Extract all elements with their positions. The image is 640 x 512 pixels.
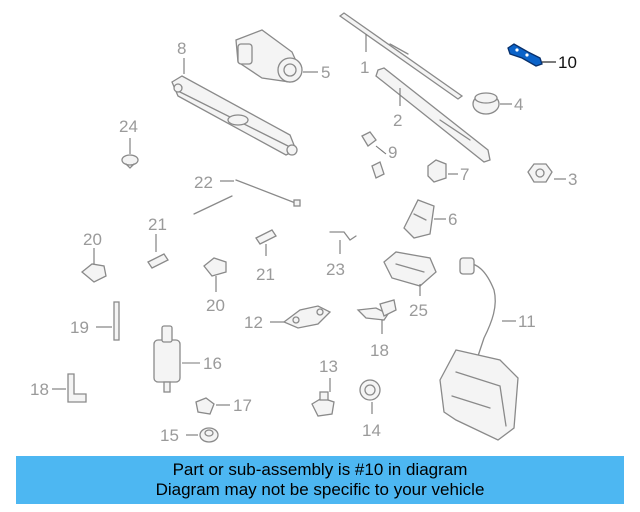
part-19-rod	[113, 301, 120, 341]
part-14-seal	[359, 379, 381, 401]
part-6-bracket	[403, 199, 435, 239]
part-1-wiper-blade	[338, 12, 464, 100]
callout-23: 23	[326, 260, 345, 279]
callout-10: 10	[558, 53, 577, 72]
banner-line-1: Part or sub-assembly is #10 in diagram	[172, 460, 468, 479]
part-18-elbow-left	[67, 373, 87, 403]
part-20-nozzle-left	[80, 263, 107, 283]
part-18-elbow-middle	[356, 299, 397, 321]
callout-17: 17	[233, 396, 252, 415]
callout-16: 16	[203, 354, 222, 373]
part-5-wiper-motor	[235, 29, 303, 83]
part-22-hose	[193, 179, 301, 215]
callout-20b: 20	[206, 296, 225, 315]
part-15-grommet	[199, 427, 219, 443]
part-9-bolts	[361, 131, 385, 179]
callout-15: 15	[160, 426, 179, 445]
callout-24: 24	[119, 117, 138, 136]
callout-14: 14	[362, 421, 381, 440]
callout-4: 4	[514, 95, 523, 114]
parts-diagram: 8 5 1 2 10 4 3	[30, 12, 577, 445]
callout-9: 9	[388, 143, 397, 162]
part-23-elbow	[329, 231, 357, 241]
callout-12: 12	[244, 313, 263, 332]
part-12-gasket	[282, 305, 332, 329]
part-10-bracket	[507, 43, 543, 67]
callout-22: 22	[194, 173, 213, 192]
part-21-connector-right	[255, 229, 277, 245]
part-21-connector-left	[147, 253, 169, 269]
callout-2: 2	[393, 111, 402, 130]
part-4-cap	[472, 92, 500, 115]
part-16-washer-pump	[153, 325, 181, 393]
part-24-clip	[121, 154, 139, 169]
part-25-tray	[383, 251, 437, 287]
part-20-nozzle-right	[203, 257, 227, 277]
part-17-grommet	[195, 397, 215, 415]
callout-11: 11	[518, 312, 536, 331]
info-banner: Part or sub-assembly is #10 in diagram D…	[16, 456, 624, 504]
callout-13: 13	[319, 357, 338, 376]
callout-19: 19	[70, 318, 89, 337]
callout-8: 8	[177, 39, 186, 58]
callout-5: 5	[321, 63, 330, 82]
part-11-reservoir	[439, 257, 519, 441]
callout-21a: 21	[148, 215, 167, 234]
callout-7: 7	[460, 165, 469, 184]
banner-line-2: Diagram may not be specific to your vehi…	[155, 480, 485, 499]
callout-6: 6	[448, 210, 457, 229]
part-7-grommet	[427, 159, 447, 183]
part-13-sensor	[311, 391, 335, 417]
callout-18b: 18	[370, 341, 389, 360]
callout-25: 25	[409, 301, 428, 320]
part-3-nut	[527, 163, 553, 183]
callout-21b: 21	[256, 265, 275, 284]
part-2-wiper-arm	[375, 67, 491, 163]
part-8-linkage	[171, 75, 298, 156]
callout-20a: 20	[83, 230, 102, 249]
callout-1: 1	[360, 58, 369, 77]
callout-18a: 18	[30, 380, 49, 399]
callout-3: 3	[568, 170, 577, 189]
